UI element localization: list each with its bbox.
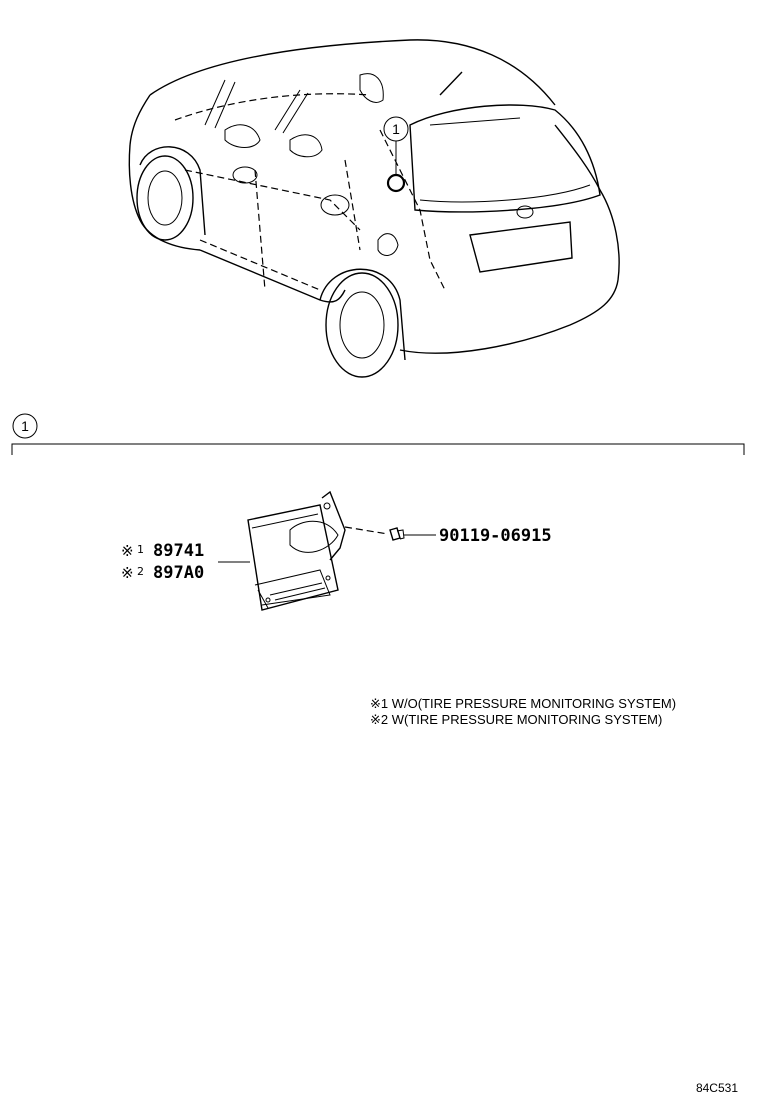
variant-mark: ※ bbox=[121, 542, 134, 560]
part-label-89741: ※ 1 89741 bbox=[121, 541, 204, 561]
ecu-module-icon bbox=[218, 490, 346, 611]
bolt-icon bbox=[344, 526, 436, 541]
diagram-code: 84C531 bbox=[696, 1081, 738, 1095]
part-number: 897A0 bbox=[153, 563, 204, 583]
notes: ※1 W/O(TIRE PRESSURE MONITORING SYSTEM) … bbox=[370, 696, 676, 727]
section-callout-number: 1 bbox=[21, 418, 29, 434]
variant-number: 1 bbox=[137, 543, 144, 556]
car-overview-icon bbox=[128, 39, 620, 378]
callout-number: 1 bbox=[392, 121, 400, 137]
section-header: 1 bbox=[11, 413, 745, 455]
callout-car: 1 bbox=[383, 116, 409, 142]
note-line: ※1 W/O(TIRE PRESSURE MONITORING SYSTEM) bbox=[370, 696, 676, 711]
note-line: ※2 W(TIRE PRESSURE MONITORING SYSTEM) bbox=[370, 712, 662, 727]
variant-number: 2 bbox=[137, 565, 144, 578]
part-number: 90119-06915 bbox=[439, 526, 552, 546]
part-label-bolt: 90119-06915 bbox=[439, 526, 552, 546]
variant-mark: ※ bbox=[121, 564, 134, 582]
part-label-897A0: ※ 2 897A0 bbox=[121, 563, 204, 583]
part-number: 89741 bbox=[153, 541, 204, 561]
